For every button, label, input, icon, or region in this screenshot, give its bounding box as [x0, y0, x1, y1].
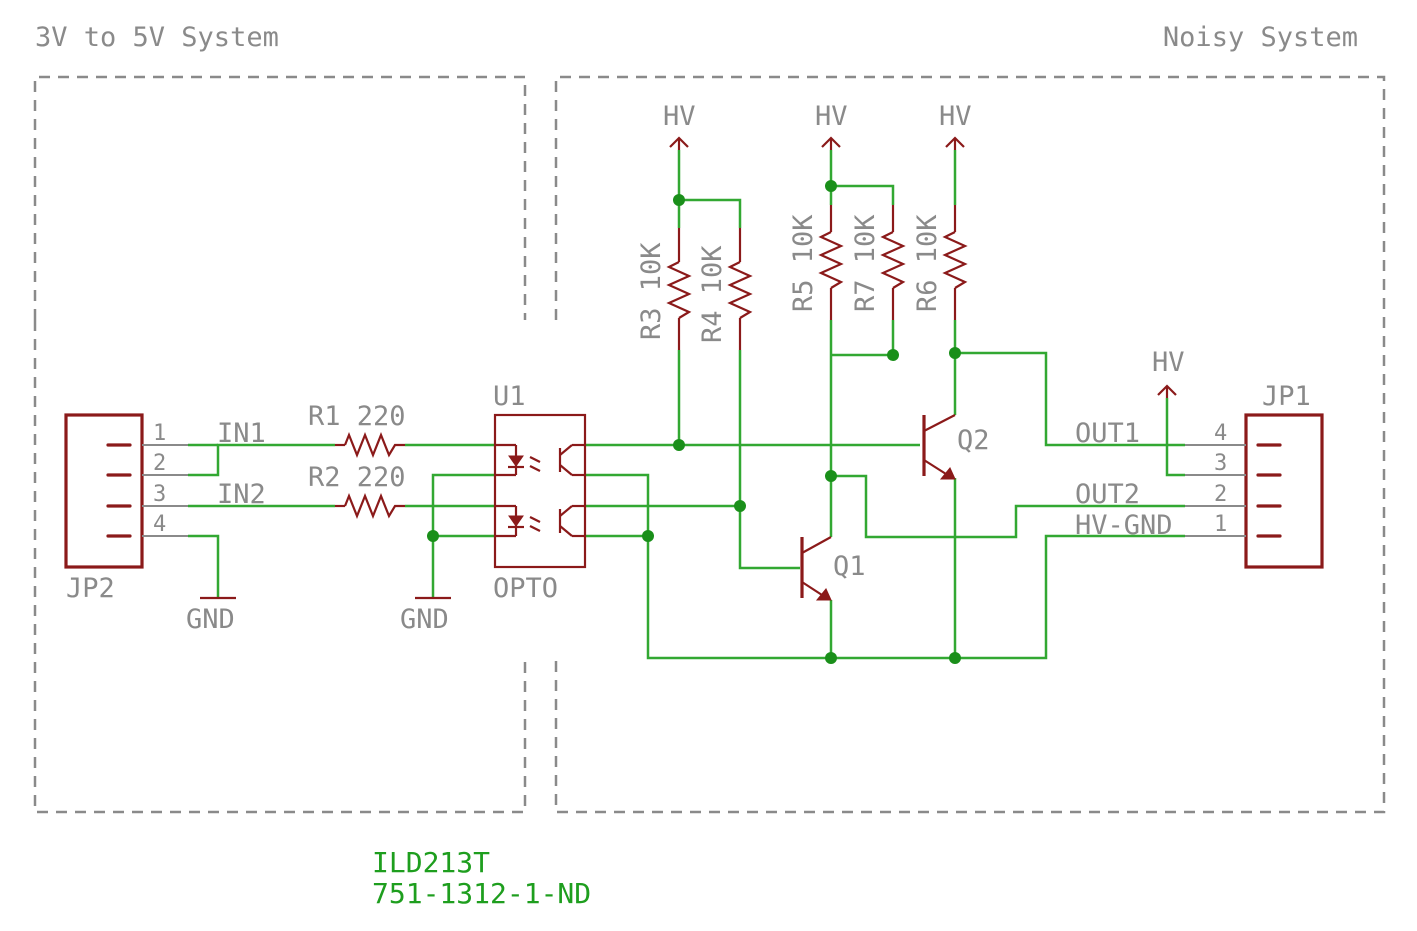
resistor-r3: [666, 228, 692, 350]
r7-label: R7 10K: [850, 214, 881, 312]
hv-arrow-2: [821, 136, 841, 150]
region-frames: [33, 75, 1386, 814]
jp1-pin-4: 4: [1214, 421, 1227, 446]
transistor-q1: [800, 536, 832, 601]
r3-label: R3 10K: [636, 242, 667, 340]
r1-label: R1 220: [308, 401, 406, 432]
jp2-pin-1: 1: [153, 421, 166, 446]
resistor-r1: [335, 432, 405, 458]
jp2-pin-4: 4: [153, 512, 166, 537]
order-code-note: 751-1312-1-ND: [372, 877, 591, 910]
net-out2-label: OUT2: [1075, 479, 1140, 510]
net-out1-label: OUT1: [1075, 418, 1140, 449]
hv-label-2: HV: [815, 101, 848, 132]
hv-arrow-4: [1157, 384, 1177, 398]
left-region-title: 3V to 5V System: [35, 22, 279, 53]
junction-dots: [427, 180, 961, 664]
jp1-label: JP1: [1262, 381, 1311, 412]
jp2-connector: [64, 413, 188, 569]
optocoupler-u1: [493, 413, 587, 569]
hv-label-3: HV: [939, 101, 972, 132]
transistor-q2: [922, 414, 956, 480]
jp2-pin-3: 3: [153, 482, 166, 507]
resistor-r5: [818, 205, 844, 320]
u1-label: U1: [493, 381, 526, 412]
r2-label: R2 220: [308, 462, 406, 493]
hv-label-4: HV: [1152, 347, 1185, 378]
resistor-r2: [335, 493, 405, 519]
part-number-note: ILD213T: [372, 846, 490, 879]
jp1-connector: [1185, 413, 1324, 569]
hv-arrow-3: [945, 136, 965, 150]
q1-label: Q1: [833, 551, 866, 582]
resistor-r6: [942, 205, 968, 320]
u1-value-label: OPTO: [493, 573, 558, 604]
gnd-label-mid: GND: [400, 604, 449, 635]
r5-label: R5 10K: [788, 214, 819, 312]
gnd-label-left: GND: [186, 604, 235, 635]
net-in1-label: IN1: [217, 418, 266, 449]
jp1-pin-2: 2: [1214, 482, 1227, 507]
net-hv-gnd-label: HV-GND: [1075, 510, 1173, 541]
r4-label: R4 10K: [697, 245, 728, 343]
jp1-pin-3: 3: [1214, 451, 1227, 476]
hv-arrow-1: [669, 136, 689, 150]
q2-label: Q2: [957, 425, 990, 456]
resistor-r4: [727, 228, 753, 350]
resistor-r7: [880, 205, 906, 320]
hv-label-1: HV: [663, 101, 696, 132]
jp1-pin-1: 1: [1214, 512, 1227, 537]
r6-label: R6 10K: [912, 214, 943, 312]
right-region-title: Noisy System: [1163, 22, 1358, 53]
net-in2-label: IN2: [217, 479, 266, 510]
wires: [188, 150, 1185, 660]
jp2-pin-2: 2: [153, 451, 166, 476]
jp2-label: JP2: [66, 573, 115, 604]
